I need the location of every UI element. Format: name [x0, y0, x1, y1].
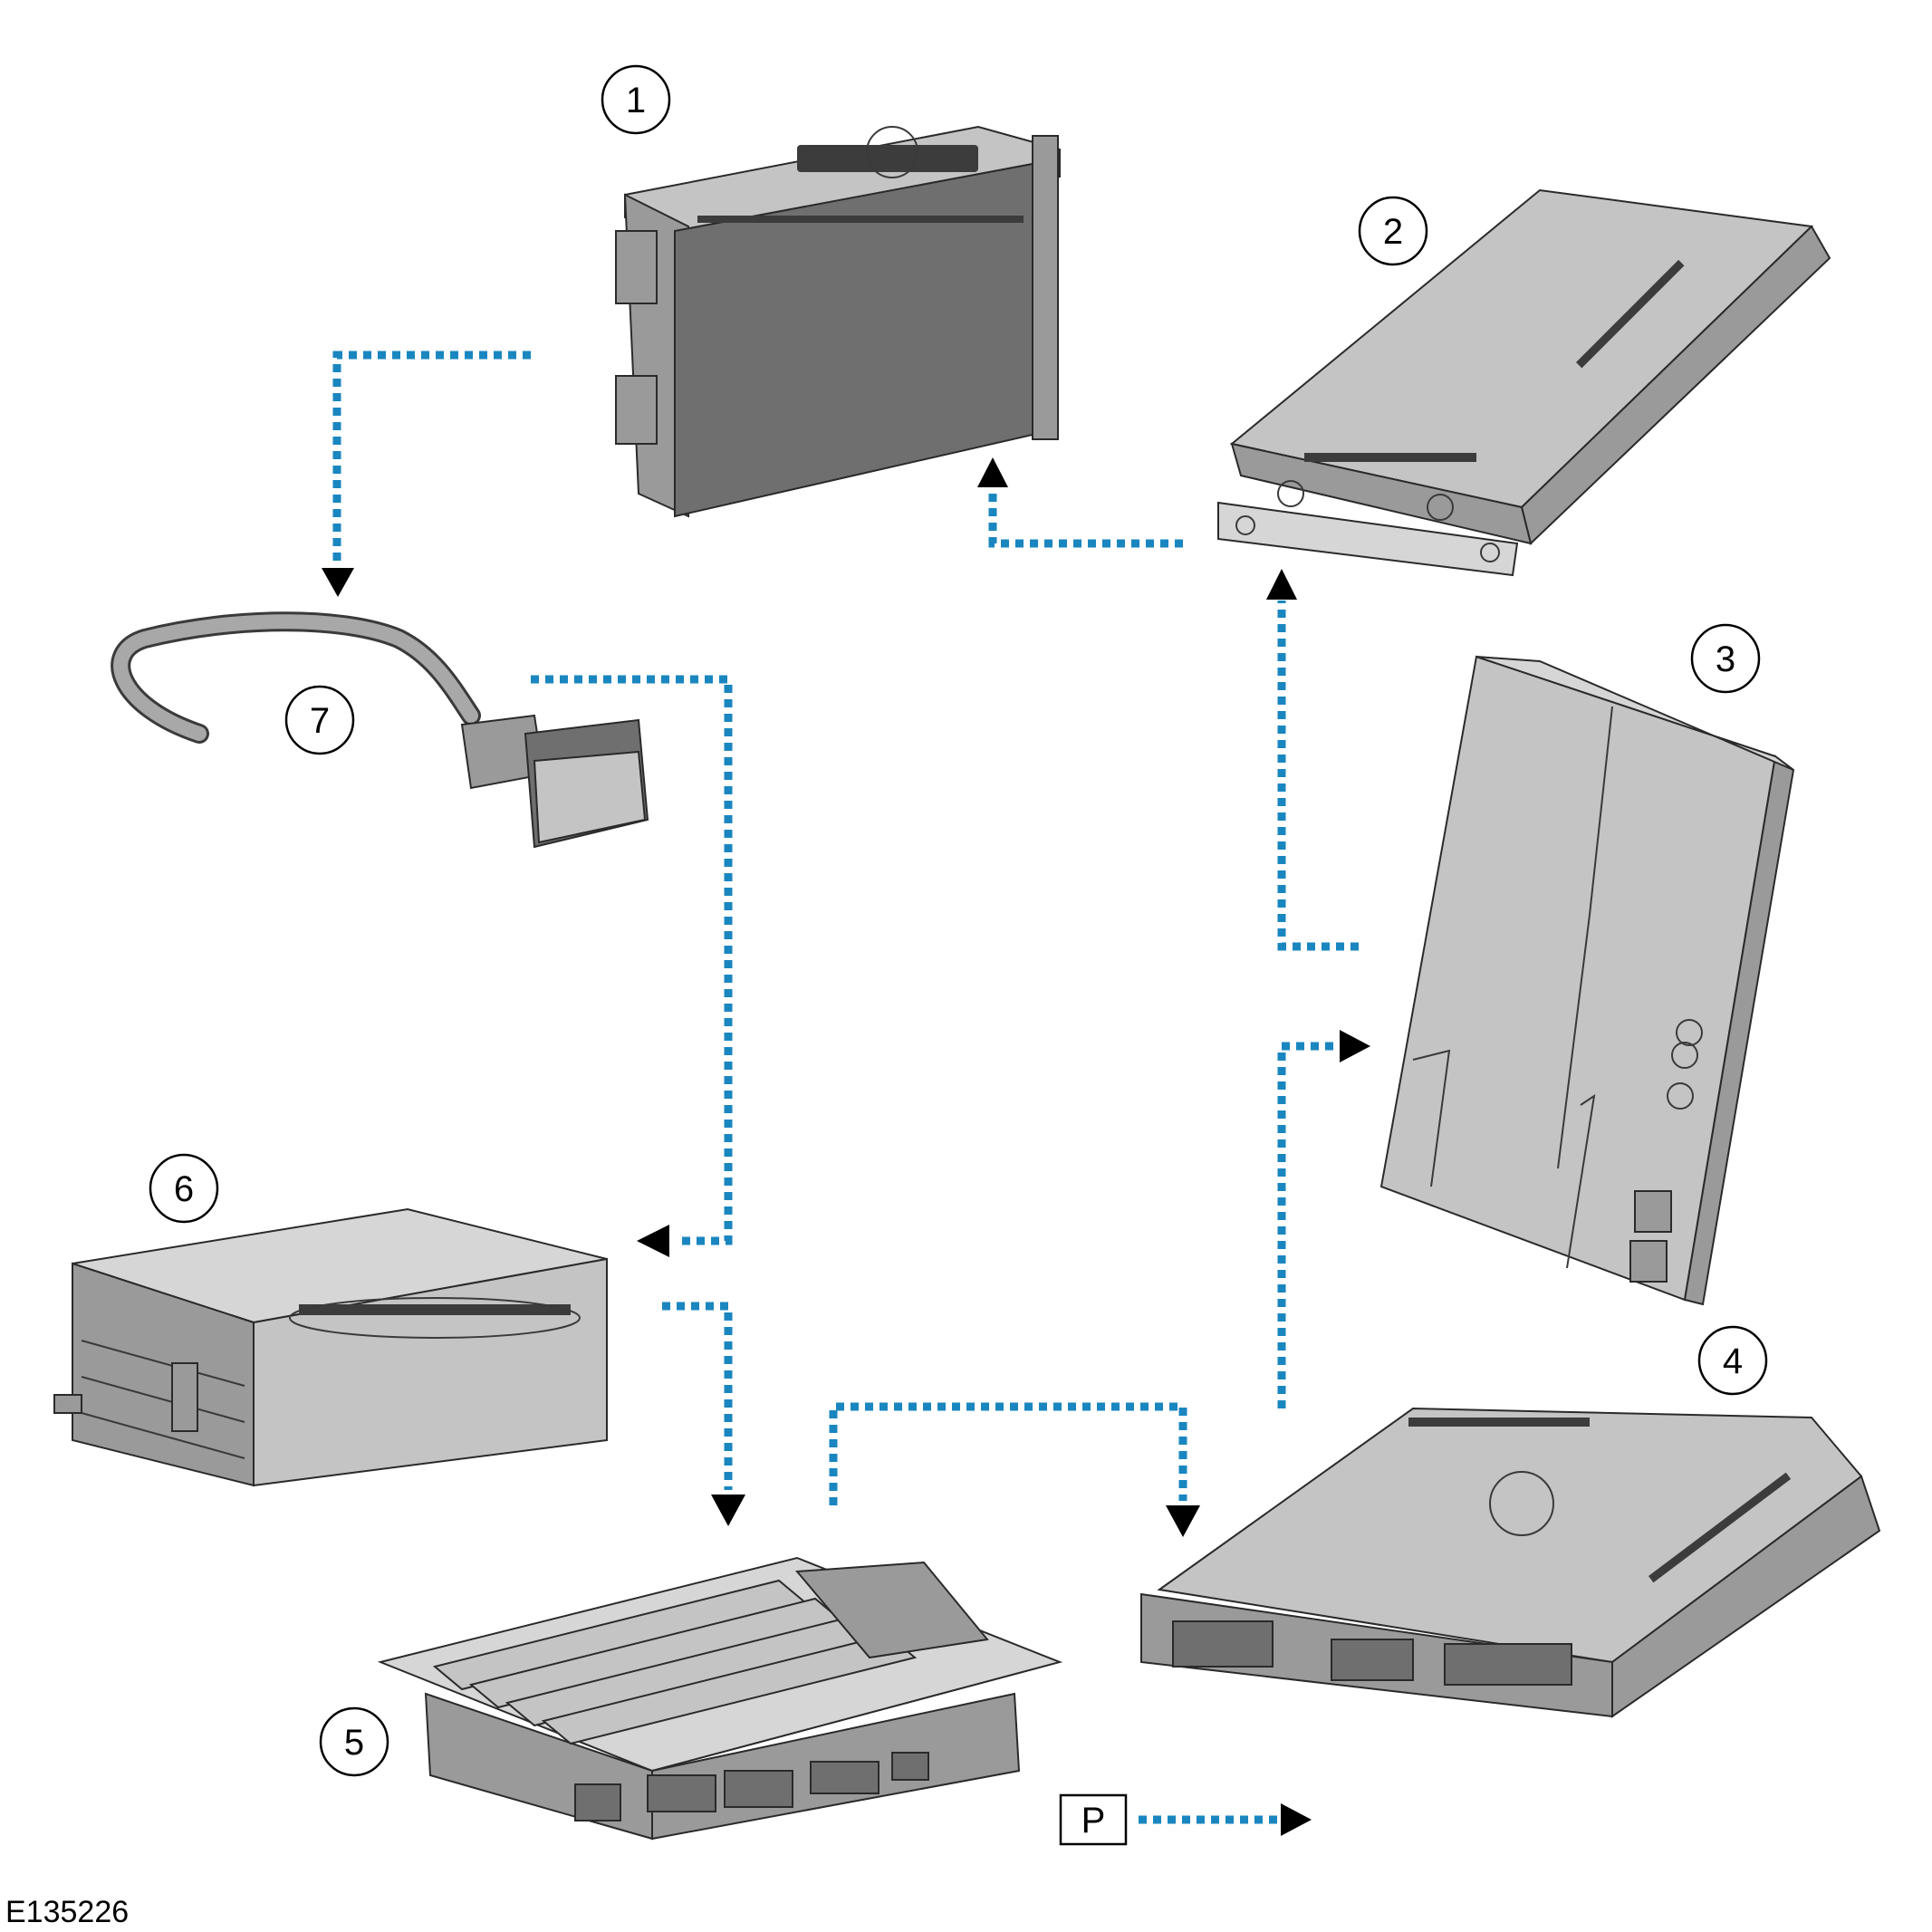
- arrowhead-to-7: [322, 568, 354, 597]
- flow-line-2-to-1: [988, 486, 1183, 548]
- arrowheads: [322, 457, 1370, 1836]
- flow-line-5-to-4: [829, 1402, 1187, 1505]
- callout-7: 7: [284, 685, 355, 755]
- callout-4: 4: [1697, 1325, 1768, 1396]
- flow-lines: [332, 351, 1359, 1824]
- arrowhead-to-3: [1340, 1030, 1370, 1062]
- arrowhead-to-1: [977, 457, 1008, 487]
- callout-1: 1: [601, 64, 671, 135]
- component-3-vertical-module: [1379, 655, 1795, 1306]
- callout-3-label: 3: [1716, 639, 1735, 679]
- flow-line-3-to-2: [1277, 601, 1359, 951]
- callout-2-label: 2: [1383, 212, 1403, 252]
- callout-6-label: 6: [174, 1169, 194, 1209]
- arrowhead-to-4: [1166, 1505, 1200, 1537]
- component-6-media-unit: [53, 1207, 608, 1487]
- callout-5-label: 5: [344, 1723, 364, 1763]
- callout-4-label: 4: [1723, 1341, 1743, 1381]
- arrowhead-to-5: [711, 1495, 745, 1526]
- arrowhead-to-6: [637, 1225, 669, 1257]
- component-7-cable-connector: [111, 611, 649, 849]
- arrowhead-legend: [1281, 1803, 1312, 1836]
- flow-line-7-to-6: [531, 675, 733, 1245]
- callout-3: 3: [1690, 623, 1761, 694]
- component-4-amplifier-module: [1140, 1407, 1881, 1718]
- flow-line-6-to-5: [662, 1302, 733, 1490]
- figure-id: E135226: [5, 1895, 130, 1929]
- flow-line-4-to-3: [1277, 1042, 1339, 1408]
- component-1-display-module: [615, 125, 1061, 518]
- callout-2: 2: [1358, 196, 1428, 266]
- arrowhead-to-2: [1266, 569, 1297, 600]
- legend-p: P: [1059, 1793, 1128, 1846]
- component-2-flat-module: [1217, 188, 1831, 577]
- callout-6: 6: [149, 1153, 219, 1224]
- component-5-finned-module: [377, 1556, 1063, 1841]
- legend-p-label: P: [1081, 1801, 1106, 1841]
- legend-p-box: [1059, 1793, 1128, 1846]
- callout-5: 5: [319, 1706, 389, 1777]
- flow-line-1-to-7: [332, 351, 531, 562]
- callout-7-label: 7: [310, 701, 330, 741]
- callout-1-label: 1: [626, 81, 646, 120]
